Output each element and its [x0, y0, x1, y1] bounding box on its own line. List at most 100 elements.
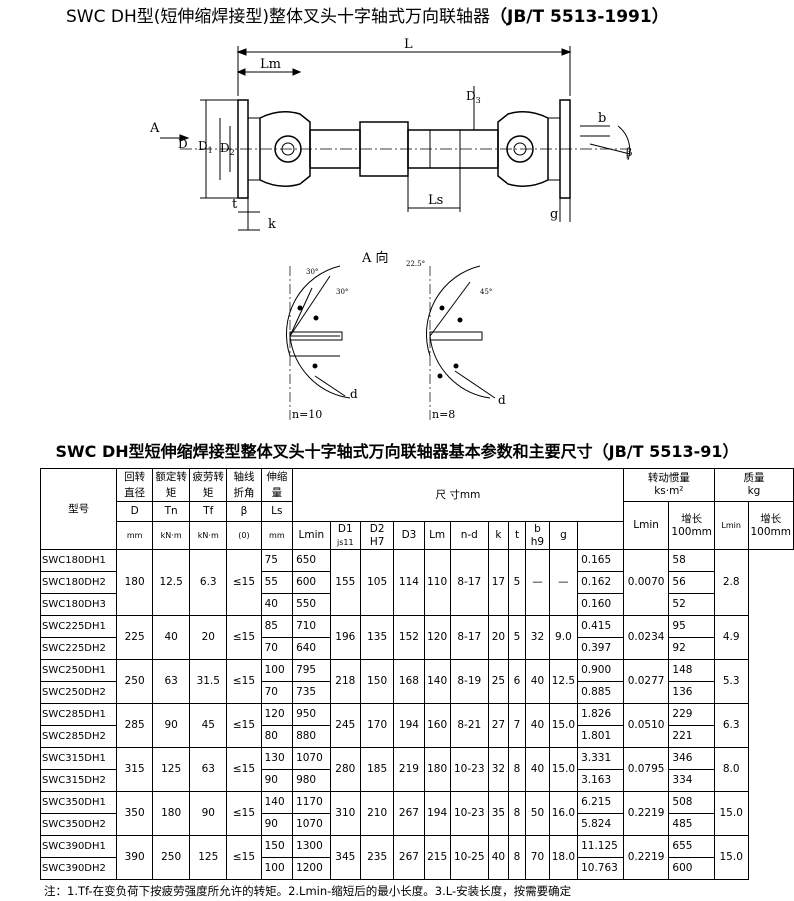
cell-b: —	[525, 549, 550, 616]
cell-mass-increase: 5.3	[713, 659, 749, 704]
cell-t: 8	[507, 747, 527, 792]
cell-ls: 120	[260, 703, 294, 726]
cell-ls: 80	[260, 725, 294, 748]
cell-d1: 280	[329, 747, 362, 792]
cell-lm: 110	[423, 549, 451, 616]
cell-lmin: 710	[292, 615, 331, 638]
page-title-text: SWC DH型(短伸缩焊接型)整体叉头十字轴式万向联轴器	[66, 7, 491, 27]
cell-ls: 90	[260, 813, 294, 836]
cell-inertia: 0.162	[577, 571, 624, 594]
cell-d2: 170	[360, 703, 395, 748]
cell-k: 20	[487, 615, 509, 660]
page-title: SWC DH型(短伸缩焊接型)整体叉头十字轴式万向联轴器（JB/T 5513-1…	[66, 2, 669, 27]
col-beta-top: 轴线折角	[226, 468, 262, 502]
cell-d2: 235	[360, 835, 395, 880]
cell-lm: 140	[423, 659, 451, 704]
cell-ls: 100	[260, 857, 294, 880]
cell-nd: 8-17	[449, 549, 489, 616]
table-title-text: SWC DH型短伸缩焊接型整体叉头十字轴式万向联轴器基本参数和主要尺寸	[55, 442, 593, 461]
cell-d2: 105	[360, 549, 395, 616]
cell-ls: 40	[260, 593, 294, 616]
cell-d: 390	[116, 835, 154, 880]
cell-mass: 655	[668, 835, 715, 858]
cell-tn: 180	[152, 791, 191, 836]
cell-tn: 40	[152, 615, 191, 660]
cell-ls: 55	[260, 571, 294, 594]
col-D-sym: D	[116, 501, 154, 522]
cell-ls: 140	[260, 791, 294, 814]
angle-label-3: 22.5°	[406, 260, 425, 268]
cell-nd: 10-23	[449, 791, 489, 836]
cell-b: 50	[525, 791, 550, 836]
col-Lmin: Lmin	[292, 521, 331, 550]
cell-mass: 508	[668, 791, 715, 814]
coupling-technical-drawing: L Lm A D D1 D2 D3 b β t k Ls g A 向 30° 3…	[149, 37, 632, 421]
cell-d1: 345	[329, 835, 362, 880]
col-Tf-top: 疲劳转矩	[189, 468, 228, 502]
cell-t: 6	[507, 659, 527, 704]
cell-model: SWC315DH2	[39, 769, 118, 792]
cell-mass: 52	[668, 593, 715, 616]
cell-ls: 130	[260, 747, 294, 770]
angle-label-4: 45°	[480, 288, 492, 296]
cell-d: 315	[116, 747, 154, 792]
cell-model: SWC180DH1	[39, 549, 118, 572]
cell-d3: 267	[393, 791, 425, 836]
cell-lmin: 600	[292, 571, 331, 594]
col-mass-Lmin: Lmin	[713, 501, 749, 550]
cell-inertia: 3.163	[577, 769, 624, 792]
cell-d2: 210	[360, 791, 395, 836]
cell-inertia: 0.397	[577, 637, 624, 660]
cell-model: SWC350DH1	[39, 791, 118, 814]
cell-d: 285	[116, 703, 154, 748]
angle-label-1: 30°	[306, 268, 318, 276]
cell-d3: 114	[393, 549, 425, 616]
cell-inertia-increase: 0.0795	[622, 747, 670, 792]
cell-model: SWC315DH1	[39, 747, 118, 770]
cell-t: 7	[507, 703, 527, 748]
cell-inertia: 0.160	[577, 593, 624, 616]
cell-nd: 10-23	[449, 747, 489, 792]
cell-mass: 136	[668, 681, 715, 704]
cell-inertia-increase: 0.0510	[622, 703, 670, 748]
cell-d: 350	[116, 791, 154, 836]
cell-d3: 168	[393, 659, 425, 704]
dim-D3-label: D3	[466, 89, 481, 105]
cell-nd: 8-19	[449, 659, 489, 704]
cell-b: 40	[525, 703, 550, 748]
dim-Lm-label: Lm	[260, 57, 281, 72]
cell-t: 5	[507, 549, 527, 616]
cell-g: —	[548, 549, 579, 616]
cell-beta: ≤15	[226, 791, 262, 836]
cell-d1: 245	[329, 703, 362, 748]
col-nd: n-d	[449, 521, 489, 550]
cell-ls: 75	[260, 549, 294, 572]
cell-model: SWC390DH2	[39, 857, 118, 880]
cell-lm: 194	[423, 791, 451, 836]
cell-mass-increase: 15.0	[713, 835, 749, 880]
hole-d-label-right: d	[498, 393, 506, 407]
cell-b: 32	[525, 615, 550, 660]
cell-lm: 160	[423, 703, 451, 748]
cell-inertia-increase: 0.2219	[622, 835, 670, 880]
cell-ls: 85	[260, 615, 294, 638]
cell-beta: ≤15	[226, 703, 262, 748]
page-title-standard: （JB/T 5513-1991）	[490, 7, 669, 27]
cell-nd: 8-17	[449, 615, 489, 660]
cell-mass: 58	[668, 549, 715, 572]
cell-k: 25	[487, 659, 509, 704]
cell-beta: ≤15	[226, 549, 262, 616]
col-Ls-unit: mm	[260, 521, 294, 550]
cell-b: 40	[525, 659, 550, 704]
cell-inertia: 0.415	[577, 615, 624, 638]
cell-ls: 150	[260, 835, 294, 858]
cell-ls: 100	[260, 659, 294, 682]
